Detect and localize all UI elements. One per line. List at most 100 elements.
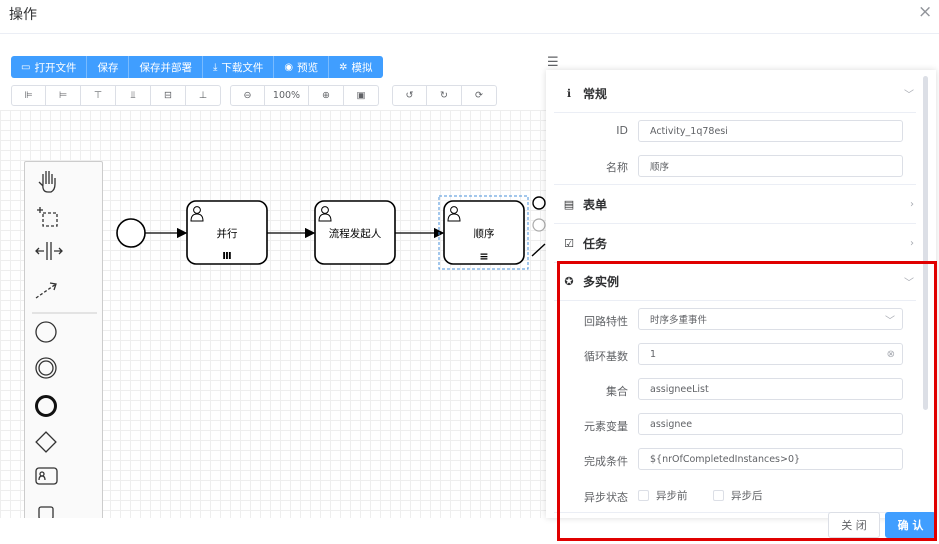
section-multi-instance-title: 多实例 [583,274,620,289]
save-label: 保存 [97,61,119,74]
task-label: 顺序 [474,227,495,240]
sequential-marker-icon: ≡ [479,250,488,263]
completion-condition-input[interactable]: ${nrOfCompletedInstances>0} [638,448,903,470]
gear-icon: ✲ [339,61,348,73]
section-form-header[interactable]: ▤ 表单 › [554,185,916,223]
gateway-icon[interactable] [35,431,57,453]
clear-icon[interactable]: ⊗ [886,348,895,360]
zoom-level[interactable]: 100% [265,85,309,106]
lasso-tool-icon[interactable] [37,207,58,227]
download-file-button[interactable]: ⤓下载文件 [202,56,275,78]
task-sequential[interactable] [443,200,525,265]
process-diagram: 并行 Ⅲ 流程发起人 顺序 ≡ [116,195,546,270]
multi-instance-icon: ✪ [564,274,574,288]
checkbox-box[interactable] [713,490,724,501]
align-toolbar: ⊫ ⊨ ⊤ ⫫ ⊟ ⊥ [11,85,221,106]
parallel-marker-icon: Ⅲ [222,251,231,262]
task-icon: ☑ [564,236,574,250]
menu-icon[interactable]: ☰ [547,55,559,70]
divider [554,223,916,224]
start-event[interactable] [116,218,146,248]
history-toolbar: ↺ ↻ ⟳ [392,85,497,106]
close-icon[interactable]: × [918,2,933,22]
close-button[interactable]: 关 闭 [828,512,880,538]
simulate-button[interactable]: ✲模拟 [329,56,383,78]
hand-tool-icon[interactable] [38,171,56,193]
context-connect-icon[interactable] [531,243,546,257]
loop-characteristics-value: 时序多重事件 [650,315,708,326]
zoom-in-icon[interactable]: ⊕ [309,85,344,106]
async-label: 异步状态 [584,491,628,504]
subprocess-icon[interactable] [38,506,54,518]
dialog-title: 操作 [9,7,37,23]
chevron-down-icon: ﹀ [904,89,914,101]
collection-input[interactable]: assigneeList [638,378,903,400]
save-button[interactable]: 保存 [87,56,130,78]
panel-scrollbar[interactable] [923,76,928,410]
loop-cardinality-input[interactable]: 1 ⊗ [638,343,903,365]
download-icon: ⤓ [212,61,218,73]
async-after-label: 异步后 [731,490,763,502]
align-middle-icon[interactable]: ⊥ [186,85,221,106]
id-input[interactable]: Activity_1q78esi [638,120,903,142]
align-left-icon[interactable]: ⊫ [11,85,46,106]
loop-characteristics-select[interactable]: 时序多重事件 ﹀ [638,308,903,330]
zoom-toolbar: ⊖ 100% ⊕ ▣ [230,85,379,106]
collection-label: 集合 [606,385,628,398]
name-label: 名称 [606,161,628,174]
name-input[interactable]: 顺序 [638,155,903,177]
end-event-icon[interactable] [35,395,57,417]
section-general-header[interactable]: ℹ 常规 ﹀ [554,74,916,112]
start-event-icon[interactable] [35,321,57,343]
divider [554,184,916,185]
folder-icon: ▭ [21,61,31,73]
open-file-label: 打开文件 [34,61,77,74]
zoom-out-icon[interactable]: ⊖ [230,85,265,106]
redo-icon[interactable]: ↻ [427,85,462,106]
chevron-right-icon: › [910,237,914,249]
align-bottom-icon[interactable]: ⫫ [116,85,151,106]
user-icon [318,206,332,222]
chevron-down-icon: ﹀ [904,277,914,289]
section-multi-instance-header[interactable]: ✪ 多实例 ﹀ [554,262,916,300]
user-icon [447,206,461,222]
async-before-label: 异步前 [656,490,688,502]
align-top-icon[interactable]: ⊤ [81,85,116,106]
space-tool-icon[interactable] [35,242,63,260]
download-file-label: 下载文件 [221,61,264,74]
divider [554,512,916,513]
chevron-down-icon: ﹀ [885,315,895,327]
align-right-icon[interactable]: ⊨ [46,85,81,106]
bpmn-canvas[interactable]: 并行 Ⅲ 流程发起人 顺序 ≡ [0,110,546,518]
align-center-icon[interactable]: ⊟ [151,85,186,106]
open-file-button[interactable]: ▭打开文件 [11,56,88,78]
undo-icon[interactable]: ↺ [392,85,427,106]
reset-icon[interactable]: ⟳ [462,85,497,106]
section-general-title: 常规 [583,86,608,101]
task-label: 流程发起人 [329,227,382,240]
element-palette [24,161,103,518]
confirm-button[interactable]: 确 认 [885,512,936,538]
async-before-checkbox[interactable]: 异步前 [638,488,688,503]
loop-cardinality-label: 循环基数 [584,350,628,363]
divider [554,112,916,113]
global-connect-icon[interactable] [35,282,57,299]
checkbox-box[interactable] [638,490,649,501]
form-icon: ▤ [563,197,575,211]
user-icon [190,206,204,222]
context-end-event-icon[interactable] [532,196,546,210]
context-event-icon[interactable] [532,218,546,232]
user-task-icon[interactable] [35,467,58,485]
eye-icon: ◉ [284,61,294,73]
async-after-checkbox[interactable]: 异步后 [713,488,763,503]
preview-button[interactable]: ◉预览 [274,56,330,78]
fit-view-icon[interactable]: ▣ [344,85,379,106]
intermediate-event-icon[interactable] [35,357,57,379]
element-variable-input[interactable]: assignee [638,413,903,435]
properties-panel: ℹ 常规 ﹀ ID Activity_1q78esi 名称 顺序 ▤ 表单 › … [546,70,936,518]
save-deploy-label: 保存并部署 [139,61,192,74]
element-variable-label: 元素变量 [584,420,628,433]
section-task-header[interactable]: ☑ 任务 › [554,224,916,262]
divider [554,300,916,301]
save-deploy-button[interactable]: 保存并部署 [129,56,203,78]
